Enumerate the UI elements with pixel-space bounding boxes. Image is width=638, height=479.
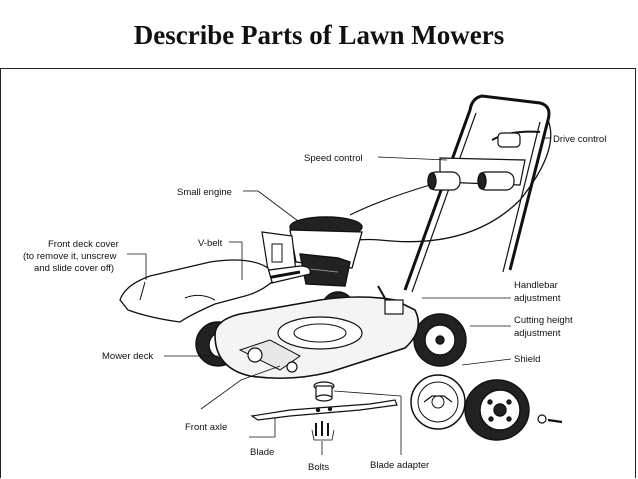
exploded-wheel <box>464 379 530 441</box>
blade <box>250 399 398 421</box>
label-handlebar-adjustment-2: adjustment <box>514 293 561 304</box>
rear-wheel <box>413 313 467 367</box>
label-front-deck-cover: Front deck cover <box>48 239 119 250</box>
label-drive-control: Drive control <box>553 134 606 145</box>
label-speed-control: Speed control <box>304 153 363 164</box>
shield <box>410 374 466 430</box>
handlebar <box>403 94 551 291</box>
label-bolts: Bolts <box>308 462 329 473</box>
label-front-deck-cover-note-1: (to remove it, unscrew <box>23 251 117 262</box>
label-mower-deck: Mower deck <box>102 351 153 362</box>
label-blade-adapter: Blade adapter <box>370 460 429 471</box>
label-front-axle: Front axle <box>185 422 227 433</box>
front-deck-cover <box>119 259 273 323</box>
control-cable <box>339 119 552 245</box>
blade-adapter <box>313 381 335 402</box>
label-cutting-height-1: Cutting height <box>514 315 573 326</box>
label-front-deck-cover-note-2: and slide cover off) <box>34 263 114 274</box>
label-v-belt: V-belt <box>198 238 223 249</box>
small-engine <box>261 216 363 287</box>
slide-title: Describe Parts of Lawn Mowers <box>133 20 505 50</box>
label-small-engine: Small engine <box>177 187 232 198</box>
label-handlebar-adjustment-1: Handlebar <box>514 280 558 291</box>
bolts <box>311 421 335 441</box>
label-blade: Blade <box>250 447 274 458</box>
label-shield: Shield <box>514 354 540 365</box>
label-cutting-height-2: adjustment <box>514 328 561 339</box>
diagram-frame <box>0 68 636 478</box>
